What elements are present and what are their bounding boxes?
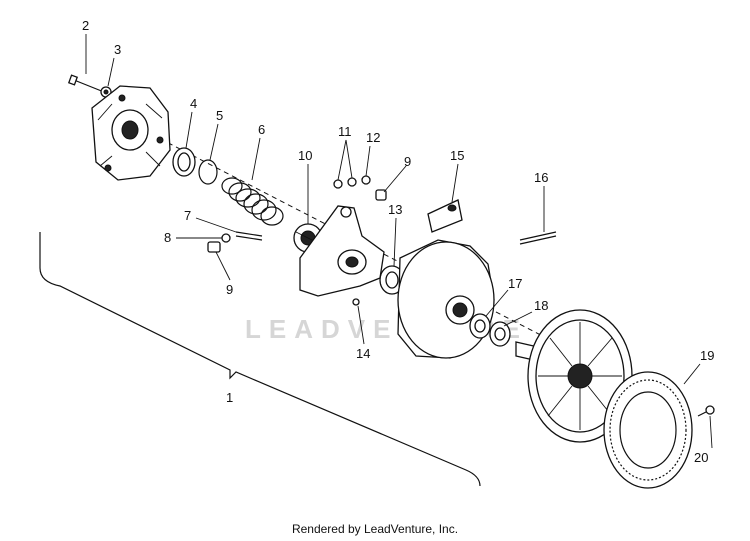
callout-12: 12 xyxy=(366,130,380,145)
part-13-spider-arm[interactable] xyxy=(299,205,385,297)
callout-18: 18 xyxy=(534,298,548,313)
part-19-ring-gear[interactable] xyxy=(603,371,693,489)
clutch-cover-housing[interactable] xyxy=(91,85,171,181)
part-18-bushing[interactable] xyxy=(489,321,511,347)
part-8-roller[interactable] xyxy=(221,233,231,243)
callout-8: 8 xyxy=(164,230,171,245)
primary-clutch-sheave[interactable] xyxy=(397,239,495,359)
callout-19: 19 xyxy=(700,348,714,363)
callout-20: 20 xyxy=(694,450,708,465)
part-12-nut[interactable] xyxy=(361,175,371,185)
part-6-spring[interactable] xyxy=(221,177,284,226)
part-11-nut[interactable] xyxy=(333,177,357,189)
callout-15: 15 xyxy=(450,148,464,163)
callout-7: 7 xyxy=(184,208,191,223)
callout-10: 10 xyxy=(298,148,312,163)
callout-2: 2 xyxy=(82,18,89,33)
callout-1: 1 xyxy=(226,390,233,405)
part-5-snap-ring[interactable] xyxy=(198,159,218,185)
part-14-screw[interactable] xyxy=(352,298,360,306)
callout-16: 16 xyxy=(534,170,548,185)
part-7-pin[interactable] xyxy=(235,231,263,241)
assembly-bracket-1 xyxy=(39,232,481,487)
callout-4: 4 xyxy=(190,96,197,111)
footer-credit: Rendered by LeadVenture, Inc. xyxy=(291,522,459,536)
callout-14: 14 xyxy=(356,346,370,361)
part-13-washer[interactable] xyxy=(379,265,405,295)
fixed-sheave-with-shaft[interactable] xyxy=(515,309,633,443)
callout-3: 3 xyxy=(114,42,121,57)
callout-13: 13 xyxy=(388,202,402,217)
part-9-nut-right[interactable] xyxy=(375,189,387,201)
part-15-weight[interactable] xyxy=(427,199,463,233)
part-16-pin[interactable] xyxy=(519,231,557,245)
leader-lines xyxy=(85,34,713,449)
callout-17: 17 xyxy=(508,276,522,291)
part-2-bolt[interactable] xyxy=(67,74,105,93)
callout-6: 6 xyxy=(258,122,265,137)
callout-11: 11 xyxy=(338,124,352,139)
part-20-screw[interactable] xyxy=(697,405,715,417)
callout-9-left: 9 xyxy=(226,282,233,297)
callout-5: 5 xyxy=(216,108,223,123)
part-9-nut-left[interactable] xyxy=(207,241,221,253)
part-17-bearing[interactable] xyxy=(469,313,491,339)
part-4-bushing[interactable] xyxy=(172,147,196,177)
callout-9-right: 9 xyxy=(404,154,411,169)
